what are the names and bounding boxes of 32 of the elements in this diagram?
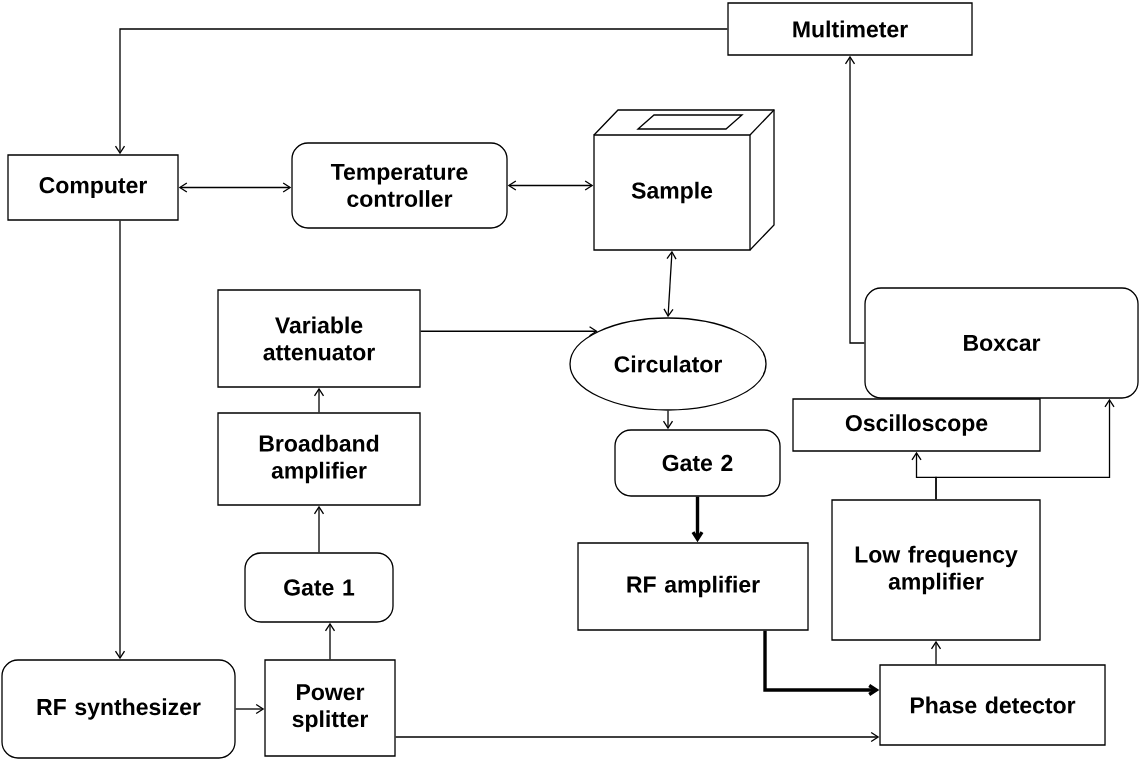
- gate-box: Gate 2: [614, 429, 781, 497]
- arrow: [844, 55, 865, 344]
- instrument-box: RF amplifier: [577, 542, 809, 631]
- instrument-box: Low frequency amplifier: [831, 499, 1041, 641]
- arrow: [114, 220, 126, 660]
- gate-box: Gate 1: [244, 552, 394, 623]
- arrow: [935, 398, 1115, 500]
- instrument-box: Broadband amplifier: [217, 412, 421, 506]
- arrow: [178, 182, 292, 193]
- arrow: [324, 622, 336, 660]
- arrow: [395, 731, 880, 743]
- arrow: [313, 387, 325, 413]
- instrument-box: Power splitter: [264, 659, 396, 757]
- arrow: [662, 410, 674, 430]
- arrow: [691, 496, 704, 543]
- instrument-box: Computer: [7, 154, 179, 221]
- arrow: [663, 250, 677, 318]
- instrument-box: Phase detector: [879, 664, 1106, 746]
- arrow: [235, 703, 265, 715]
- arrow: [114, 28, 728, 155]
- arrow: [420, 326, 598, 337]
- arrow: [507, 180, 594, 191]
- arrow: [930, 640, 942, 665]
- instrument-box: Variable attenuator: [217, 289, 421, 388]
- arrow: [763, 630, 880, 696]
- arrow: [313, 505, 325, 553]
- sample-cube: Sample: [593, 109, 775, 251]
- instrument-box: RF synthesizer: [1, 659, 236, 759]
- instrument-box: Boxcar: [864, 287, 1139, 399]
- instrument-box: Temperature controller: [291, 142, 508, 229]
- instrument-box: Oscilloscope: [792, 398, 1041, 452]
- instrument-box: Multimeter: [727, 2, 973, 56]
